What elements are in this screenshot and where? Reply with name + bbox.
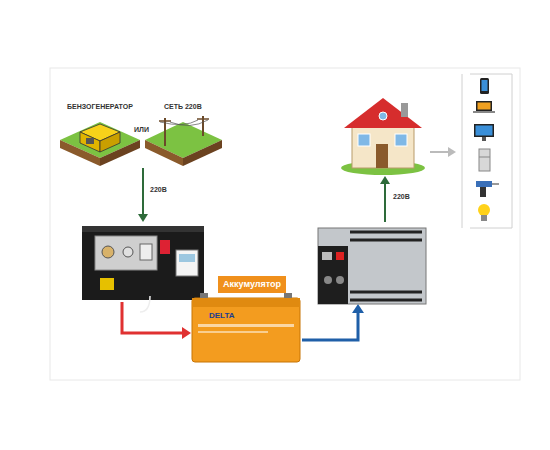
arrow-head — [448, 147, 456, 157]
frame — [50, 68, 520, 380]
inverter-picture — [318, 228, 426, 304]
voltage-label: 220В — [393, 193, 410, 201]
arrow-line — [430, 151, 448, 153]
bracket — [470, 74, 512, 228]
power-line-picture — [145, 116, 222, 166]
battery-picture — [192, 293, 300, 362]
charger-picture — [82, 226, 204, 312]
generator-picture — [60, 122, 140, 166]
house-picture — [341, 98, 425, 175]
arrow-line — [384, 184, 386, 222]
or-text: ИЛИ — [134, 126, 149, 134]
node-text: Аккумулятор — [223, 279, 281, 290]
arrow-line — [122, 302, 183, 333]
arrow-line — [302, 313, 358, 340]
arrow-head — [138, 214, 148, 222]
arrow-line — [142, 168, 144, 214]
brand-label: DELTA — [209, 311, 234, 321]
bracket — [462, 74, 463, 228]
arrow-head — [380, 176, 390, 184]
arrow-head — [352, 304, 364, 313]
arrow-head — [182, 327, 191, 339]
label-box: Аккумулятор — [218, 276, 286, 293]
node-text: СЕТЬ 220В — [164, 103, 202, 111]
node-heading: СЕТЬ 220В — [164, 103, 202, 111]
device-icons — [473, 78, 499, 221]
node-text: БЕНЗОГЕНЕРАТОР — [67, 103, 133, 111]
node-heading: БЕНЗОГЕНЕРАТОР — [67, 103, 133, 111]
voltage-label: 220В — [150, 186, 167, 194]
